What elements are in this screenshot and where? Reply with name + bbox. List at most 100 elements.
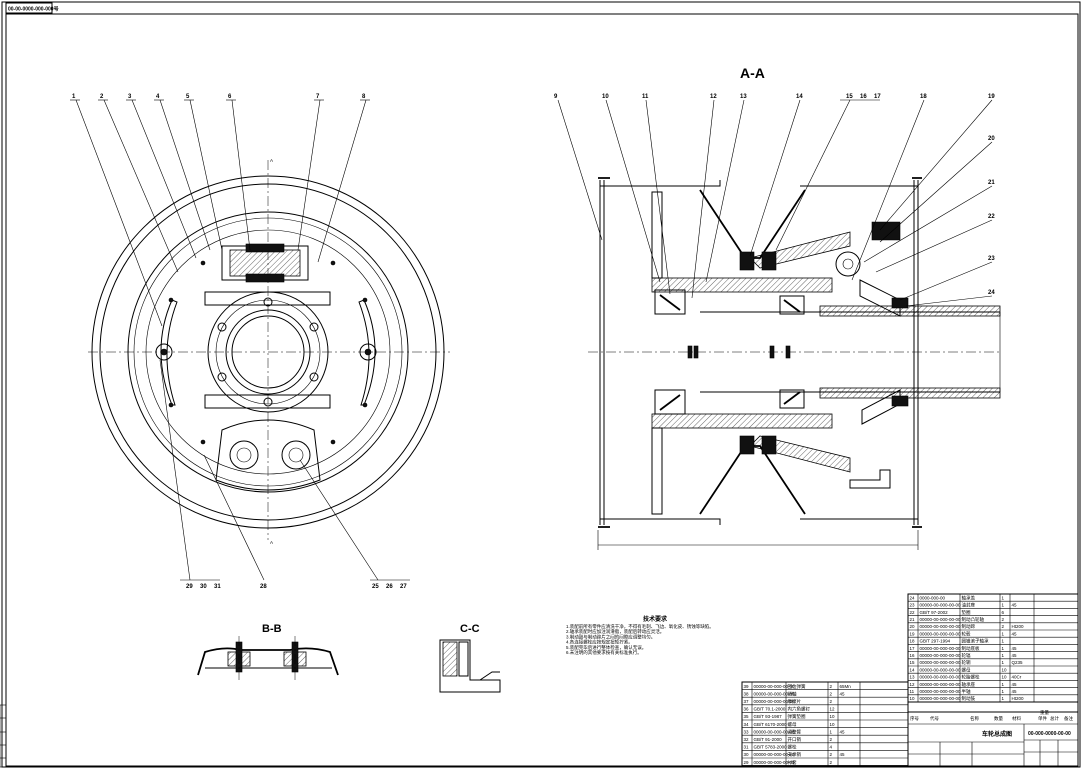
part-label: 7 <box>316 94 320 100</box>
bom-mat: 45 <box>840 691 846 696</box>
bom-qty: 2 <box>830 760 833 765</box>
part-label: 17 <box>874 94 881 100</box>
bom-code: 00000-00-000-00-00 <box>920 682 962 687</box>
title-header-cell: 名称 <box>970 715 979 722</box>
bom-qty: 2 <box>1002 624 1005 629</box>
bom-code: 00000-00-000-00-00 <box>920 617 962 622</box>
bom-no: 29 <box>744 760 750 765</box>
part-label: 24 <box>988 290 995 296</box>
section-cc-title: C-C <box>460 623 480 635</box>
tech-req-title: 技术要求 <box>643 615 668 623</box>
svg-text:A: A <box>270 540 273 545</box>
bom-mat: 65Mn <box>840 684 852 689</box>
drawing-number: 00-000-0000-00-00 <box>1028 731 1071 737</box>
bom-name: 销轴 <box>788 690 797 697</box>
hub-circle <box>215 299 321 405</box>
bom-no: 19 <box>910 631 916 636</box>
bom-no: 33 <box>744 729 750 734</box>
bom-mat: Ht200 <box>1012 624 1025 629</box>
bom-mat: Q235 <box>1012 660 1024 665</box>
bom-name: 轴承座 <box>962 681 976 688</box>
right-shoe <box>358 299 376 406</box>
bom-qty: 1 <box>1002 639 1005 644</box>
title-header-cell: 序号 <box>910 715 919 722</box>
bom-code: GB/T 70.1-2000 <box>754 707 786 712</box>
bom-qty: 2 <box>830 737 833 742</box>
part-label: 25 <box>372 584 379 590</box>
part-label: 1 <box>72 94 76 100</box>
bom-code: 00000-00-000-00-00 <box>920 653 962 658</box>
bom-qty: 6 <box>1002 610 1005 615</box>
bom-mat: 45 <box>840 729 846 734</box>
bom-no: 36 <box>744 707 750 712</box>
adjuster-arm <box>871 221 901 241</box>
bom-code: 00000-00-000-00-00 <box>920 624 962 629</box>
hub-bolt-hole <box>309 372 319 382</box>
bom-mat: 45 <box>1012 653 1018 658</box>
section-c-c: C-C <box>439 623 501 693</box>
part-label: 13 <box>740 94 747 100</box>
bom-qty: 10 <box>1002 667 1008 672</box>
wheel-bolt-top <box>739 251 755 271</box>
bom-qty: 1 <box>1002 646 1005 651</box>
cam-top <box>245 243 285 253</box>
bom-code: 00000-00-000-00-00 <box>920 631 962 636</box>
wheel-bolt-bottom <box>739 435 755 455</box>
bom-code: GB/T 91-2000 <box>754 737 783 742</box>
bom-name: 弹簧垫圈 <box>788 713 806 720</box>
left-shoe <box>160 299 178 406</box>
bom-no: 15 <box>910 660 916 665</box>
hub-bore-outer <box>225 309 311 395</box>
bom-no: 30 <box>744 752 750 757</box>
section-aa-title: A-A <box>740 65 765 81</box>
bom-name: 轮辋 <box>962 659 971 666</box>
bom-mat: 45 <box>1012 646 1018 651</box>
upper-bracket <box>204 291 331 306</box>
bom-no: 16 <box>910 653 916 658</box>
bom-qty: 2 <box>830 752 833 757</box>
bom-code: 00000-00-000-00-00 <box>920 660 962 665</box>
tech-req-line: 4.各连接螺栓应按规定扭矩拧紧。 <box>566 639 633 646</box>
bom-qty: 1 <box>830 729 833 734</box>
anchor-pin-right <box>281 440 311 470</box>
margin-box <box>0 704 7 768</box>
rim-inner-circle <box>99 183 437 521</box>
title-header-cell: 单件 <box>1038 715 1047 722</box>
inner-border <box>5 13 1079 767</box>
bom-mat: 45 <box>1012 682 1018 687</box>
bom-name: 支承销 <box>788 751 802 758</box>
bearing-outer-top <box>654 289 686 315</box>
bom-code: 00000-00-000-00-00 <box>754 699 796 704</box>
bom-code: 00000-00-000-00-00 <box>920 696 962 701</box>
bom-qty: 1 <box>1002 603 1005 608</box>
hub-bolt-hole <box>263 397 273 407</box>
bom-no: 20 <box>910 624 916 629</box>
part-label: 20 <box>988 136 995 142</box>
bom-name: 内六角螺钉 <box>788 706 811 713</box>
part-label: 19 <box>988 94 995 100</box>
assembly-name: 车轮总成图 <box>982 730 1012 738</box>
hub-bolt-hole <box>263 297 273 307</box>
bom-name: 回位弹簧 <box>788 683 806 690</box>
bom-qty: 1 <box>1002 660 1005 665</box>
cc-profile <box>439 639 501 693</box>
bom-name: 开口销 <box>788 736 802 743</box>
